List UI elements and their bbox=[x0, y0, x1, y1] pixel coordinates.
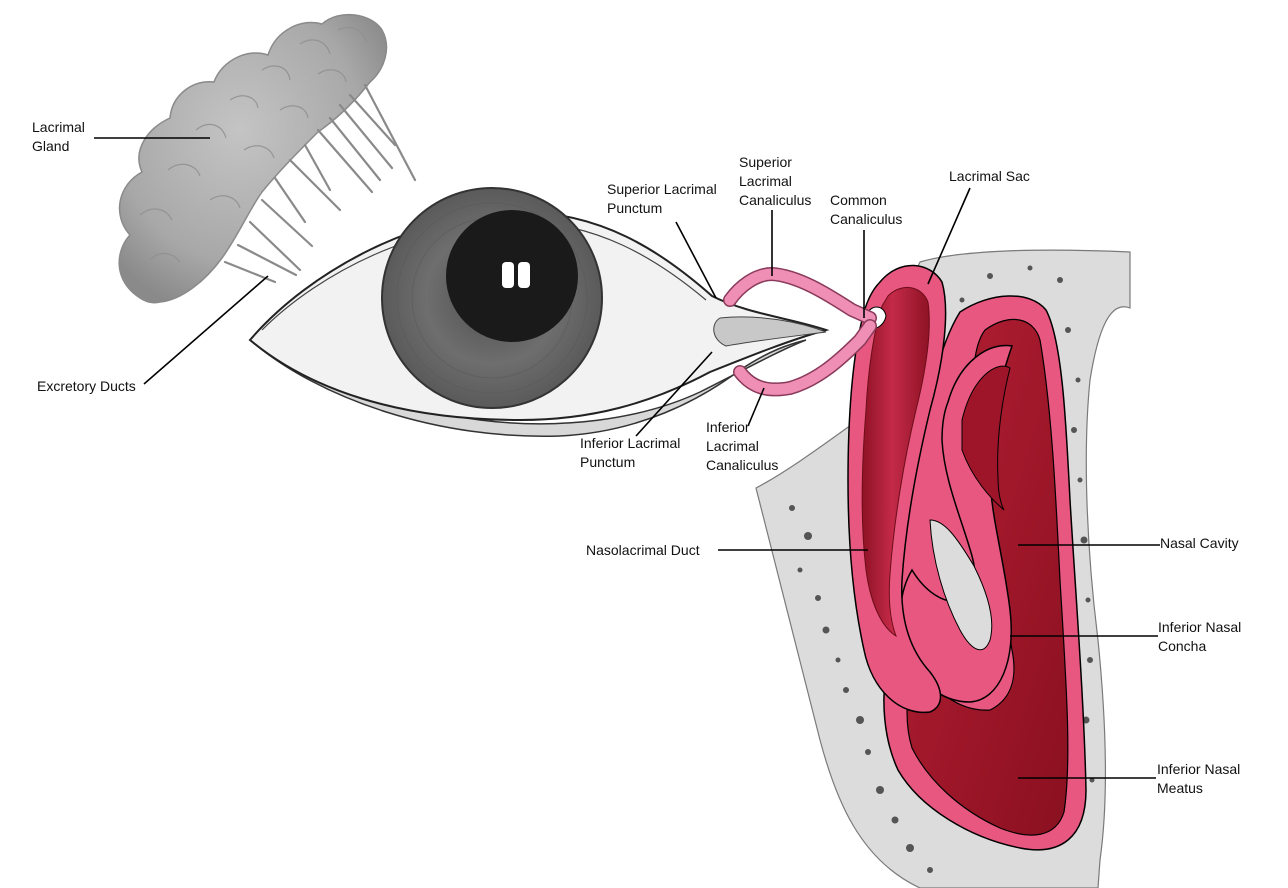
leader-lines bbox=[94, 137, 1160, 779]
label-nasolacrimal-duct: Nasolacrimal Duct bbox=[586, 542, 700, 558]
lacrimal-sac-and-duct bbox=[847, 264, 947, 714]
label-lacrimal-sac: Lacrimal Sac bbox=[949, 168, 1030, 184]
lacrimal-gland bbox=[118, 13, 388, 304]
excretory-ducts bbox=[223, 83, 417, 284]
label-nasal-cavity: Nasal Cavity bbox=[1160, 535, 1239, 551]
nasal-cavity-mucosa bbox=[883, 295, 1087, 851]
canaliculi bbox=[723, 267, 877, 397]
label-excretory-ducts: Excretory Ducts bbox=[37, 378, 136, 394]
eye bbox=[248, 187, 830, 438]
